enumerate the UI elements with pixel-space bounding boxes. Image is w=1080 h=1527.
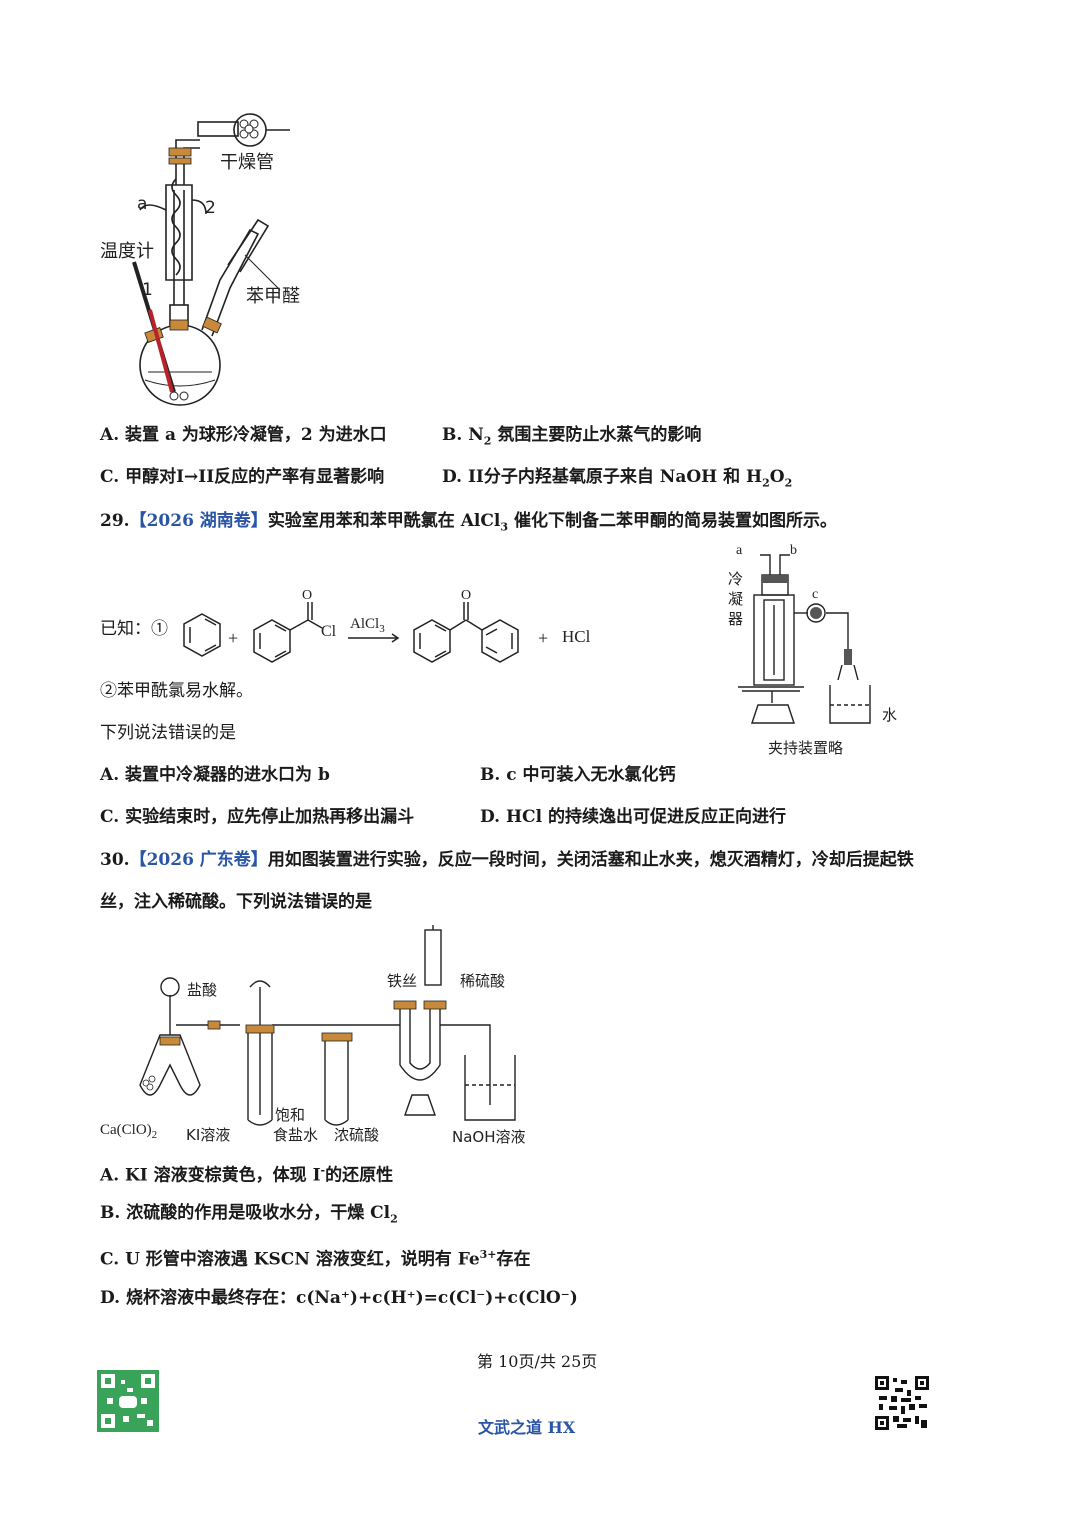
q29-fig-label-c: c <box>812 587 819 602</box>
q30-option-b: B. 浓硫酸的作用是吸收水分，干燥 Cl2 <box>100 1202 398 1230</box>
q30-option-b-pre: B. 浓硫酸的作用是吸收水分，干燥 Cl <box>100 1203 391 1223</box>
q30-stem-line-1: 30.【2026 广东卷】用如图装置进行实验，反应一段时间，关闭活塞和止水夹，熄… <box>100 849 914 871</box>
q29-fig-condenser-3: 器 <box>728 610 744 628</box>
q28-option-b-post: 氛围主要防止水蒸气的影响 <box>491 425 702 445</box>
page-number: 第 10页/共 25页 <box>477 1352 598 1371</box>
q29-option-b: B. c 中可装入无水氯化钙 <box>480 765 676 785</box>
q28-option-d-sub1: 2 <box>762 476 770 490</box>
q30-stem-text-1: 用如图装置进行实验，反应一段时间，关闭活塞和止水夹，熄灭酒精灯，冷却后提起铁 <box>267 850 914 870</box>
figure-chlorine-apparatus <box>139 925 516 1126</box>
reaction-o-2: O <box>461 588 472 603</box>
q30-source: 【2026 广东卷】 <box>129 850 268 870</box>
q30-option-a: A. KI 溶液变棕黄色，体现 I-的还原性 <box>100 1160 393 1187</box>
q30-fig-naoh: NaOH溶液 <box>452 1128 526 1146</box>
q29-fig-label-a: a <box>736 543 743 558</box>
q30-option-d: D. 烧杯溶液中最终存在：c(Na⁺)+c(H⁺)=c(Cl⁻)+c(ClO⁻) <box>100 1288 578 1308</box>
q28-option-d-pre: D. II分子内羟基氧原子来自 NaOH 和 H <box>442 467 763 487</box>
reaction-plus-1: + <box>228 628 239 648</box>
reaction-hcl: HCl <box>562 627 591 646</box>
q29-known-label: 已知：① <box>100 619 168 639</box>
reaction-plus-2: + <box>538 628 549 648</box>
q30-stem-line-2: 丝，注入稀硫酸。下列说法错误的是 <box>100 892 372 912</box>
label-1: 1 <box>142 280 153 300</box>
q29-source: 【2026 湖南卷】 <box>129 511 268 531</box>
q30-fig-brine-1: 饱和 <box>275 1106 306 1124</box>
q30-fig-ki: KI溶液 <box>186 1126 231 1144</box>
brand-name: 文武之道 HX <box>478 1418 576 1437</box>
q29-fig-label-b: b <box>790 543 797 558</box>
q30-number: 30. <box>100 850 130 870</box>
q29-number: 29. <box>100 511 130 531</box>
label-thermometer: 温度计 <box>100 241 154 262</box>
q29-fig-condenser-2: 凝 <box>728 590 744 608</box>
q29-stem-sub: 3 <box>500 520 509 534</box>
q28-option-b-pre: B. N <box>442 425 484 445</box>
q28-option-d-sub2: 2 <box>784 476 793 490</box>
q29-option-c: C. 实验结束时，应先停止加热再移出漏斗 <box>100 807 415 827</box>
label-benzaldehyde: 苯甲醛 <box>246 286 300 307</box>
reaction-catalyst-sub: 3 <box>379 623 385 635</box>
q29-option-a: A. 装置中冷凝器的进水口为 b <box>100 765 330 785</box>
q30-fig-brine-2: 食盐水 <box>273 1126 319 1144</box>
q28-option-c: C. 甲醇对I→II反应的产率有显著影响 <box>100 467 385 487</box>
label-a: a <box>137 194 148 214</box>
q30-fig-h2so4-dil: 稀硫酸 <box>460 972 506 990</box>
q30-fig-caclo2: Ca(ClO)2 <box>100 1122 157 1141</box>
reaction-o-1: O <box>302 588 313 603</box>
q30-fig-hcl: 盐酸 <box>187 981 218 999</box>
q28-option-b-sub: 2 <box>483 434 492 448</box>
qr-code-right[interactable] <box>875 1376 929 1430</box>
q28-option-d-mid: O <box>769 467 785 487</box>
q29-fig-condenser-1: 冷 <box>728 570 744 588</box>
q30-option-c-pre: C. U 形管中溶液遇 KSCN 溶液变红，说明有 Fe <box>100 1249 480 1270</box>
reaction-cl: Cl <box>321 623 337 640</box>
q29-option-d: D. HCl 的持续逸出可促进反应正向进行 <box>480 807 786 827</box>
q29-question: 下列说法错误的是 <box>100 723 236 743</box>
figure-benzophenone-apparatus <box>738 554 871 724</box>
q28-option-a: A. 装置 a 为球形冷凝管，2 为进水口 <box>100 425 387 445</box>
q30-fig-caclo2-text: Ca(ClO) <box>100 1122 152 1138</box>
qr-code-left[interactable] <box>97 1370 159 1432</box>
reaction-scheme <box>183 602 519 663</box>
reaction-catalyst: AlCl3 <box>350 616 385 635</box>
q29-fig-note: 夹持装置略 <box>768 739 844 757</box>
q30-option-c-sup: 3+ <box>479 1248 497 1261</box>
q29-stem-post: 催化下制备二苯甲酮的简易装置如图所示。 <box>508 511 837 531</box>
q30-option-a-post: 的还原性 <box>325 1165 394 1186</box>
q29-stem-pre: 实验室用苯和苯甲酰氯在 AlCl <box>267 511 501 531</box>
q30-option-c-post: 存在 <box>496 1249 531 1270</box>
q30-fig-h2so4-conc: 浓硫酸 <box>334 1126 380 1144</box>
q28-option-b: B. N2 氛围主要防止水蒸气的影响 <box>442 424 701 452</box>
reaction-catalyst-text: AlCl <box>350 616 380 632</box>
q30-fig-iron-wire: 铁丝 <box>387 972 418 990</box>
q29-fig-water: 水 <box>882 706 898 724</box>
q29-stem: 29.【2026 湖南卷】实验室用苯和苯甲酰氯在 AlCl3 催化下制备二苯甲酮… <box>100 510 837 538</box>
q30-option-a-pre: A. KI 溶液变棕黄色，体现 I <box>100 1165 321 1186</box>
q30-fig-caclo2-sub: 2 <box>151 1129 158 1141</box>
label-drying-tube: 干燥管 <box>220 152 274 173</box>
q30-option-a-sup: - <box>320 1164 326 1177</box>
q29-note-2: ②苯甲酰氯易水解。 <box>100 681 253 701</box>
q28-option-d: D. II分子内羟基氧原子来自 NaOH 和 H2O2 <box>442 466 792 494</box>
figure-reflux-apparatus <box>132 113 290 406</box>
label-2: 2 <box>205 198 216 218</box>
q30-option-b-sub: 2 <box>390 1212 398 1226</box>
q30-option-c: C. U 形管中溶液遇 KSCN 溶液变红，说明有 Fe3+存在 <box>100 1244 531 1271</box>
